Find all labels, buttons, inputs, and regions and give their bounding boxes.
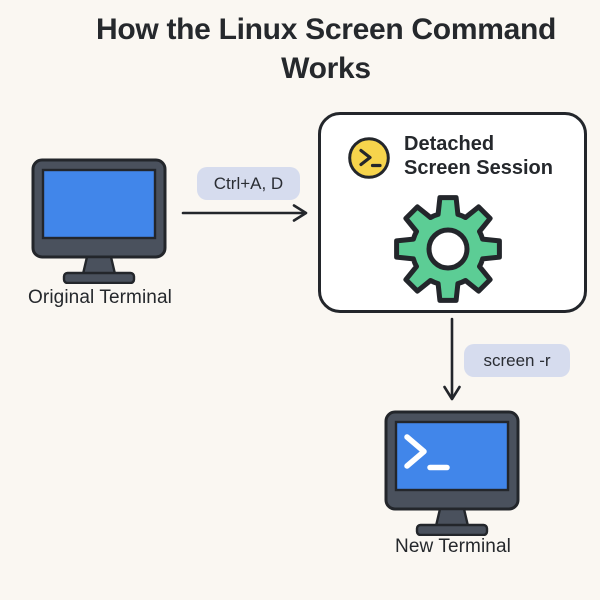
original-terminal-monitor-icon	[31, 158, 167, 284]
page-title-line2: Works	[281, 52, 371, 85]
reattach-command-text: screen -r	[483, 350, 551, 370]
detach-command-text: Ctrl+A, D	[213, 173, 284, 193]
gear-icon	[394, 195, 502, 303]
screen-prompt-icon	[404, 434, 450, 471]
page-title: How the Linux Screen Command Works	[52, 10, 600, 88]
session-box-title: Detached Screen Session	[404, 132, 553, 180]
new-terminal-label: New Terminal	[395, 536, 511, 557]
session-box-title-line2: Screen Session	[404, 157, 553, 179]
reattach-command-badge: screen -r	[464, 344, 570, 377]
new-terminal-monitor-icon	[384, 410, 520, 536]
detach-command-badge: Ctrl+A, D	[197, 167, 300, 200]
down-arrow-icon	[443, 317, 461, 401]
terminal-prompt-icon	[348, 137, 390, 179]
original-terminal-label: Original Terminal	[28, 287, 172, 308]
page-title-line1: How the Linux Screen Command	[96, 13, 556, 46]
right-arrow-icon	[181, 204, 308, 222]
session-box-title-line1: Detached	[404, 133, 495, 155]
detached-session-box: Detached Screen Session	[318, 112, 587, 313]
